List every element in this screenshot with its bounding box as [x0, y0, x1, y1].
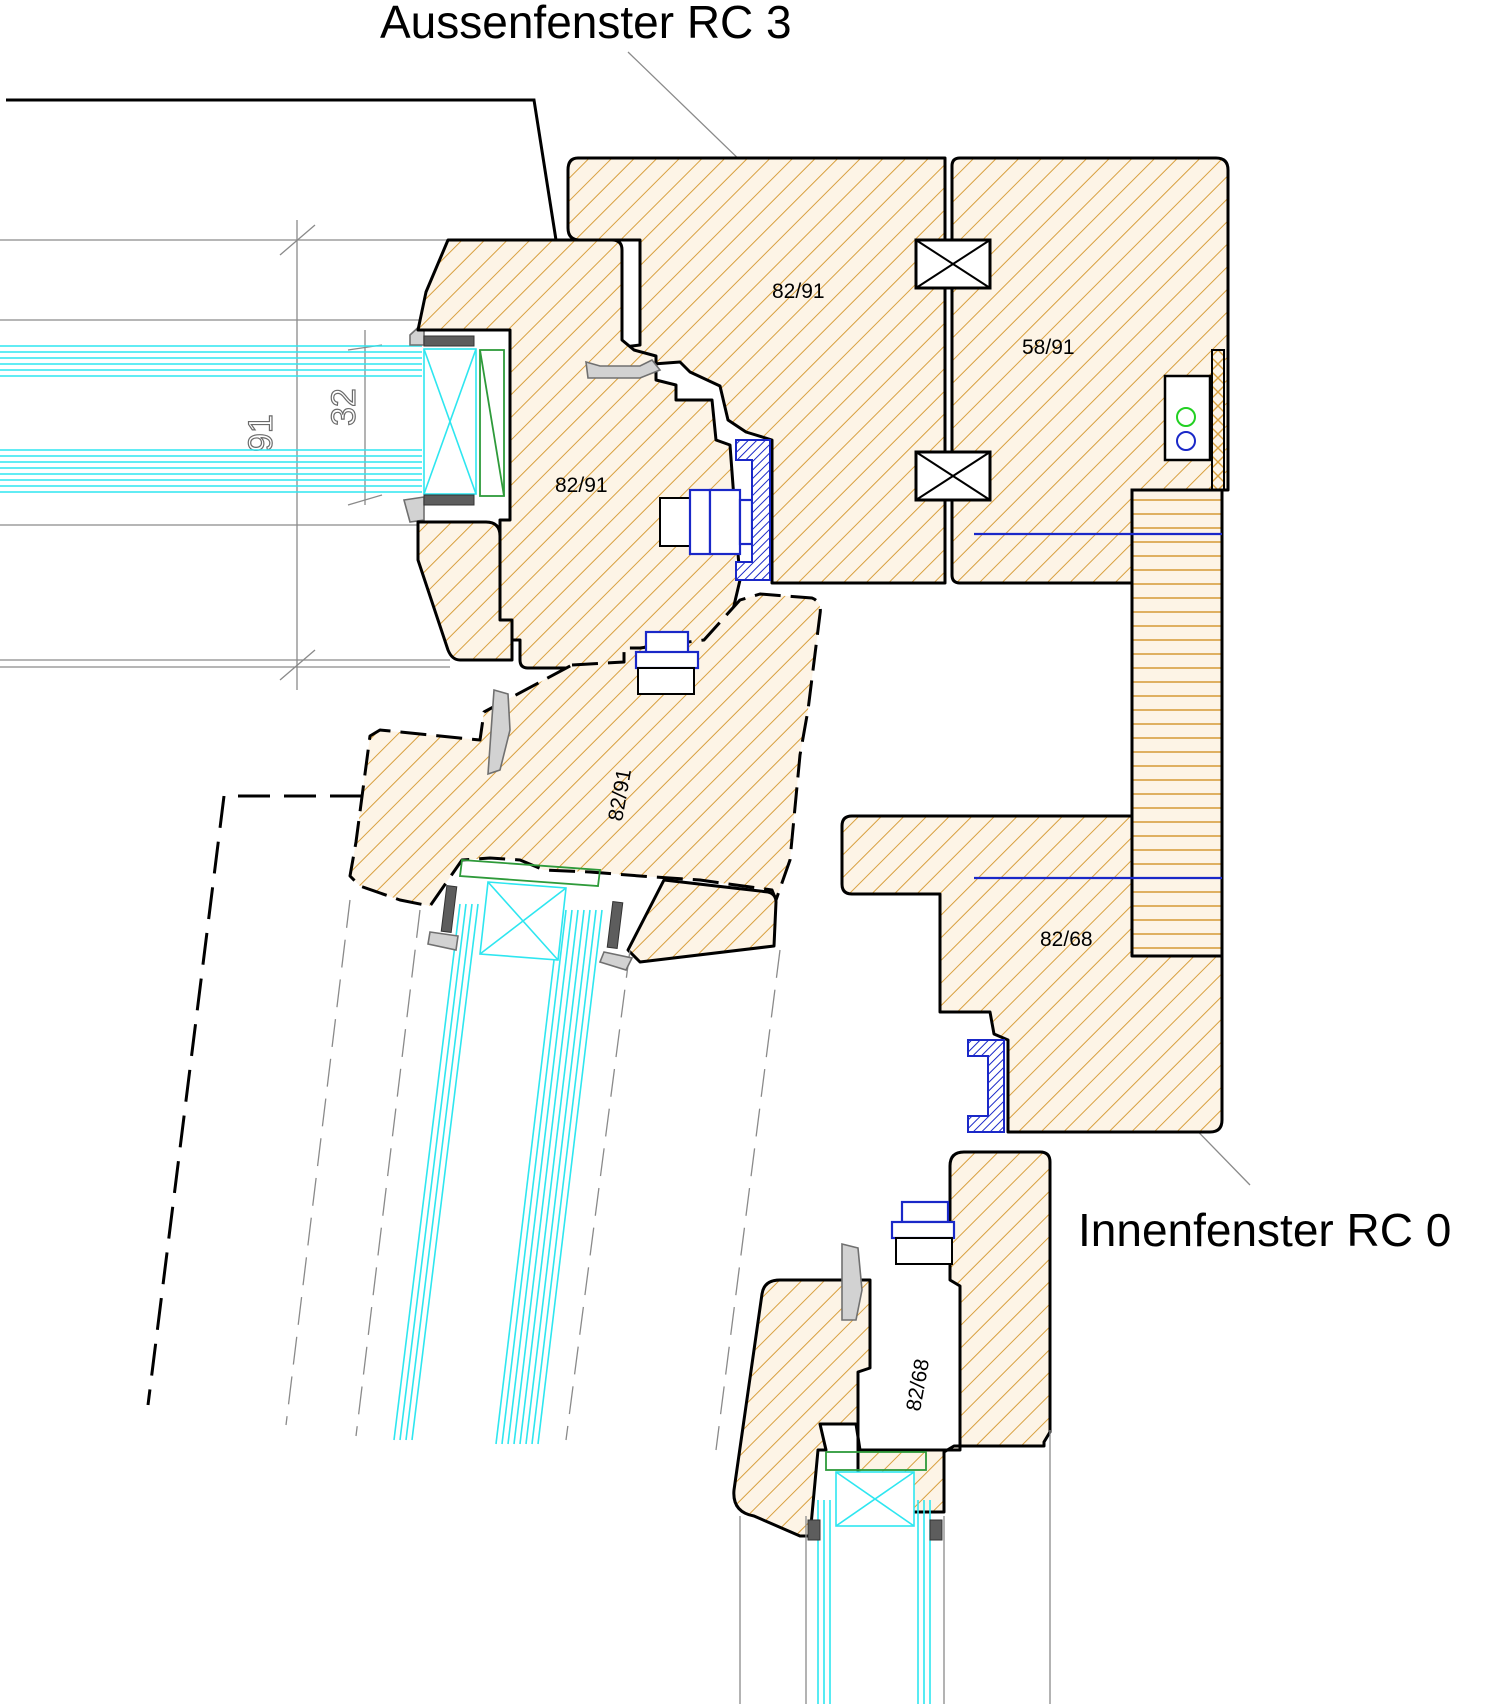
section-casing: 58/91	[1022, 336, 1075, 359]
wall-outline	[6, 98, 558, 241]
outer-window-label: Aussenfenster RC 3	[380, 0, 792, 48]
section-inner-frame: 82/68	[1040, 928, 1093, 951]
outer-lock-hardware	[659, 439, 771, 581]
inner-window-label: Innenfenster RC 0	[1078, 1204, 1451, 1256]
reference-lines	[0, 239, 450, 668]
section-outer-frame-top: 82/91	[772, 280, 825, 303]
inner-sash-gasket	[841, 1242, 863, 1321]
outer-glass-spacer	[423, 348, 505, 497]
outer-frame-gasket	[585, 358, 662, 379]
casing-seal	[1163, 349, 1225, 491]
inner-sash-glazing	[739, 1430, 1051, 1704]
outer-sash-bead-right	[626, 878, 778, 964]
outer-sash-hardware	[634, 630, 700, 695]
crossed-block-bottom	[914, 450, 992, 502]
inner-sash	[732, 1150, 1052, 1538]
section-outer-frame-mid: 82/91	[555, 474, 608, 497]
inner-sash-hardware	[890, 1200, 956, 1265]
dimension-glass: 32	[325, 388, 363, 426]
outer-sash-glazing	[393, 859, 603, 1445]
inner-frame-strike-plate	[967, 1039, 1005, 1133]
casing	[950, 156, 1230, 585]
section-inner-sash: 82/68	[902, 1357, 934, 1413]
tilted-reference-lines	[285, 899, 781, 1451]
outer-sash	[348, 592, 822, 908]
opening-sash-outline	[146, 794, 362, 1406]
dimension-overall: 91	[242, 414, 280, 452]
outer-glazing	[0, 345, 422, 493]
outer-glazing-gaskets	[402, 320, 475, 523]
dimension-lines	[279, 220, 383, 690]
reveal-lining	[1130, 488, 1224, 958]
inner-frame	[840, 814, 1224, 1134]
outer-sash-gasket	[487, 688, 511, 776]
crossed-block-top	[914, 238, 992, 290]
outer-sash-glazing-gaskets	[427, 885, 634, 971]
outer-glazing-bead	[416, 520, 514, 662]
